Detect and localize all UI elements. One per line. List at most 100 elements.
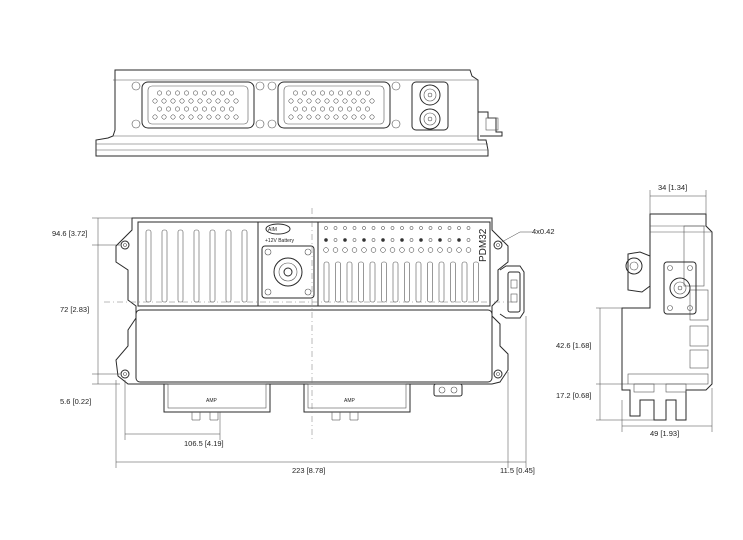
led-indicator: [400, 238, 404, 242]
dim-height-total: 94.6 [3.72]: [52, 229, 87, 238]
connector-pin: [197, 114, 203, 120]
connector-pin: [324, 114, 330, 120]
product-label: PDM32: [478, 228, 489, 262]
front-dimensions: 94.6 [3.72] 72 [2.83] 5.6 [0.22] 106.5 […: [52, 217, 555, 475]
connector-pin: [224, 98, 230, 104]
connector-pin: [211, 90, 216, 96]
connector-logo-right: AMP: [344, 398, 356, 404]
led-indicator: [456, 247, 462, 253]
connector-pin: [347, 106, 352, 112]
led-indicator: [437, 247, 443, 253]
led-indicator: [446, 247, 453, 253]
connector-pin: [170, 98, 176, 104]
connector-pin: [220, 90, 225, 96]
connector-pin: [356, 106, 361, 112]
connector-pin: [315, 98, 321, 104]
connector-pin: [297, 98, 303, 104]
led-indicator: [408, 247, 415, 253]
connector-pin: [152, 98, 158, 104]
led-indicator: [352, 238, 357, 242]
led-indicator: [324, 238, 328, 242]
connector-pin: [179, 98, 185, 104]
led-indicator: [466, 238, 471, 242]
heatsink-fin: [404, 261, 410, 303]
connector-pin: [356, 90, 361, 96]
led-indicator: [343, 238, 347, 242]
connector-pin: [157, 106, 162, 112]
led-indicator: [428, 238, 433, 242]
connector-pin: [206, 98, 212, 104]
led-indicator: [438, 238, 442, 242]
connector-pin: [315, 114, 321, 120]
dim-height-bottom: 5.6 [0.22]: [60, 397, 91, 406]
connector-pin: [333, 114, 339, 120]
connector-pin: [229, 106, 234, 112]
heatsink-fin: [450, 261, 456, 303]
connector-pin: [175, 106, 180, 112]
connector-pin: [302, 90, 307, 96]
heatsink-fin: [323, 261, 330, 303]
led-indicator: [343, 226, 347, 230]
connector-pin: [324, 98, 330, 104]
led-indicator: [399, 247, 405, 253]
connector-pin: [170, 114, 176, 120]
connector-pin: [347, 90, 352, 96]
heatsink-fin: [335, 261, 341, 303]
front-view: AIM +12V Battery PDM32 AMP: [104, 208, 525, 440]
connector-pin: [220, 106, 225, 112]
connector-pin: [311, 106, 316, 112]
heatsink-fin: [438, 261, 445, 303]
connector-pin: [306, 98, 312, 104]
connector-pin: [320, 106, 325, 112]
led-indicator: [381, 226, 385, 230]
top-connector-right: [267, 81, 401, 129]
heatsink-fin: [473, 261, 479, 303]
heatsink-fin: [415, 261, 422, 303]
dim-side-height-bottom: 17.2 [0.68]: [556, 391, 591, 400]
connector-pin: [351, 114, 357, 120]
heatsink-fin: [193, 229, 200, 303]
led-indicator: [332, 247, 339, 253]
connector-pin: [224, 114, 230, 120]
led-indicator: [362, 238, 366, 242]
connector-pin: [179, 114, 185, 120]
heatsink-fin: [209, 229, 216, 303]
connector-pin: [293, 90, 298, 96]
led-indicator: [466, 226, 471, 230]
dim-side-height: 42.6 [1.68]: [556, 341, 591, 350]
led-indicator: [333, 226, 338, 230]
bottom-round-connector: [433, 383, 463, 397]
led-indicator: [380, 247, 386, 253]
dim-length-total: 223 [8.78]: [292, 466, 325, 475]
connector-pin: [202, 90, 207, 96]
heatsink-fin: [427, 261, 433, 303]
led-indicator: [370, 247, 377, 253]
connector-pin: [369, 114, 375, 120]
led-indicator: [409, 226, 414, 230]
connector-pin: [306, 114, 312, 120]
heatsink-fin: [145, 229, 152, 303]
dim-connector-protrusion: 11.5 [0.45]: [500, 466, 535, 475]
connector-pin: [329, 106, 334, 112]
connector-pin: [202, 106, 207, 112]
heatsink-fin: [369, 261, 376, 303]
led-indicator: [371, 238, 376, 242]
heatsink-fin: [161, 229, 168, 303]
heatsink-fin: [381, 261, 387, 303]
connector-pin: [188, 114, 194, 120]
led-indicator: [409, 238, 414, 242]
connector-pin: [342, 114, 348, 120]
connector-pin: [184, 90, 189, 96]
led-indicator: [428, 226, 433, 230]
led-indicator: [381, 238, 385, 242]
connector-pin: [193, 106, 198, 112]
led-indicator: [447, 226, 452, 230]
connector-pin: [161, 98, 167, 104]
top-round-connectors: [411, 81, 449, 131]
connector-pin: [293, 106, 298, 112]
connector-pin: [229, 90, 234, 96]
led-indicator: [352, 226, 357, 230]
connector-pin: [360, 114, 366, 120]
connector-logo-left: AMP: [206, 398, 218, 404]
connector-pin: [342, 98, 348, 104]
